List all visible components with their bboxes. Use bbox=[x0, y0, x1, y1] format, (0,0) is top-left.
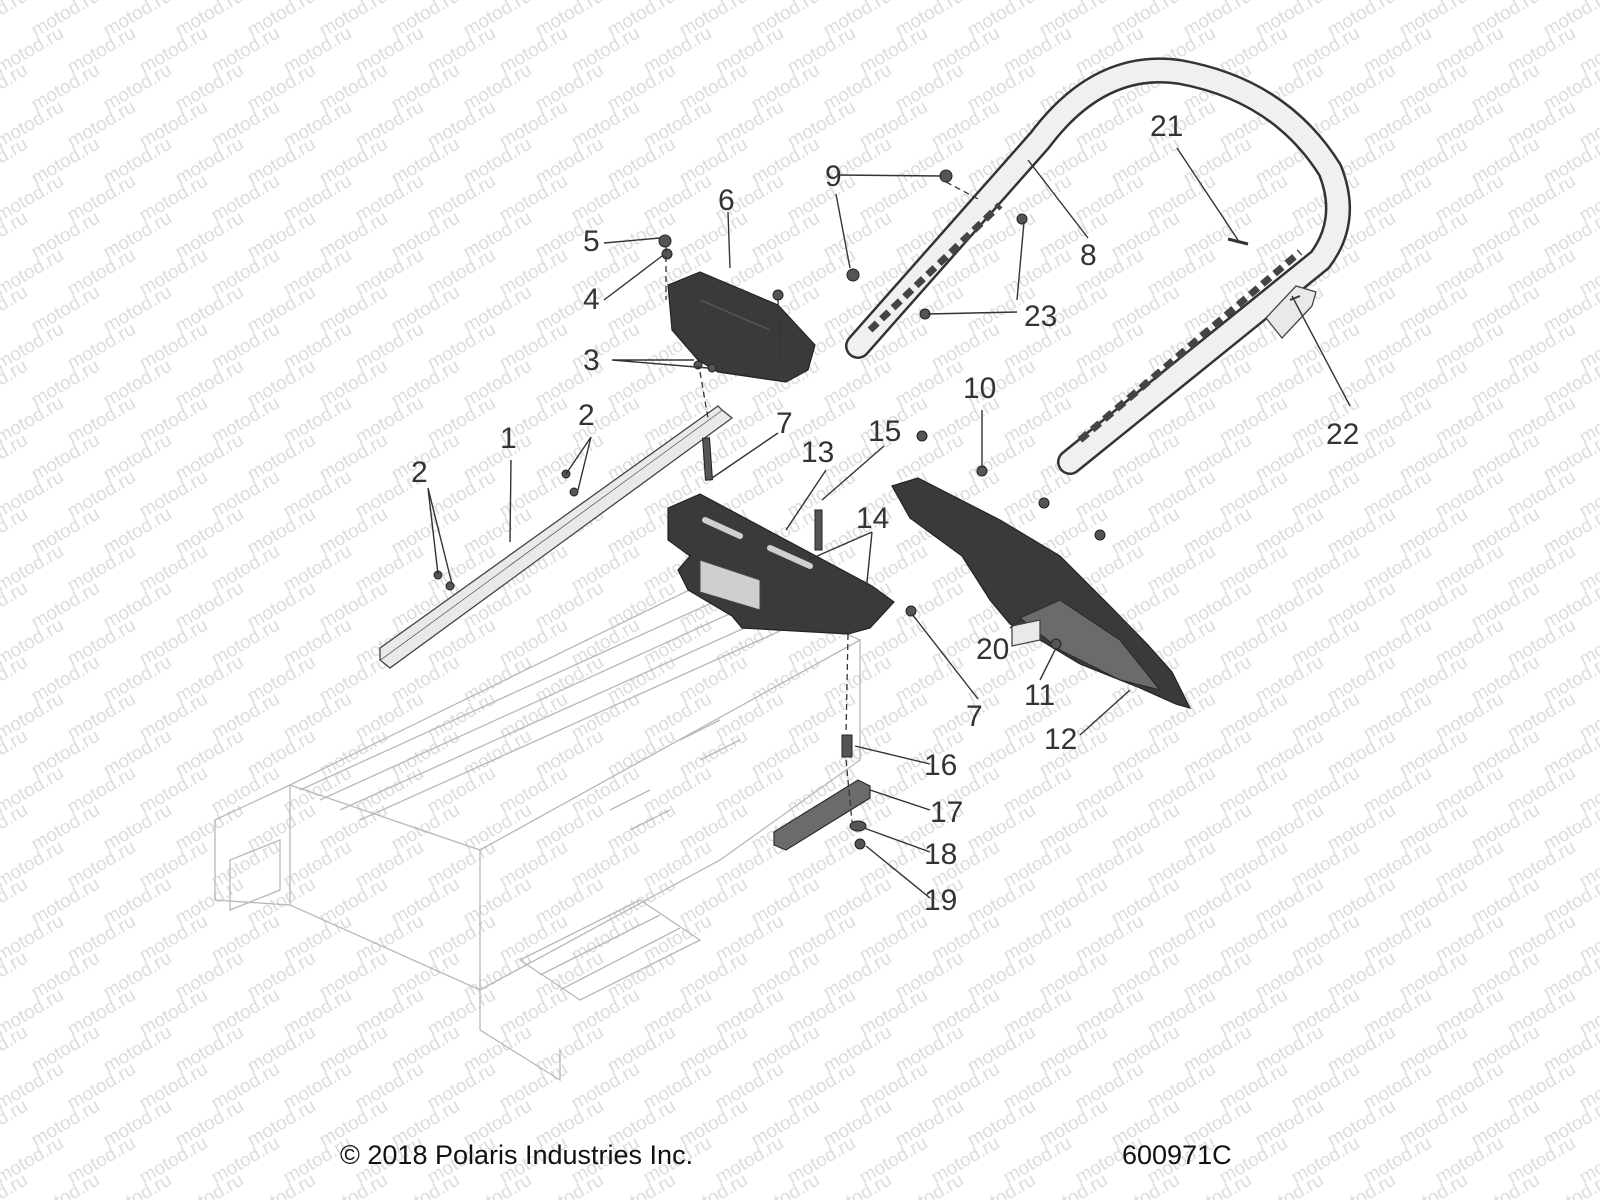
watermark-text: motod.ru bbox=[0, 504, 31, 560]
bracket-part bbox=[667, 493, 895, 635]
callout-16: 16 bbox=[924, 749, 957, 782]
watermark-text: motod.ru bbox=[0, 726, 31, 782]
callout-19: 19 bbox=[924, 884, 957, 917]
callout-10: 10 bbox=[963, 372, 996, 405]
rail-part bbox=[378, 405, 734, 669]
callout-22: 22 bbox=[1326, 418, 1359, 451]
decal-part bbox=[1265, 285, 1317, 339]
cover-part bbox=[667, 271, 816, 383]
pad-part bbox=[773, 779, 871, 851]
callout-4: 4 bbox=[583, 283, 600, 316]
watermark-text: motod.ru bbox=[0, 800, 31, 856]
callout-14: 14 bbox=[856, 502, 889, 535]
callout-2: 2 bbox=[578, 399, 595, 432]
callout-12: 12 bbox=[1044, 723, 1077, 756]
watermark-text: motod.ru bbox=[0, 60, 31, 116]
watermark-text: motod.ru bbox=[0, 208, 31, 264]
watermark-text: motod.ru bbox=[0, 948, 31, 1004]
watermark-text: motod.ru bbox=[1576, 0, 1600, 4]
callout-2: 2 bbox=[411, 456, 428, 489]
callout-9: 9 bbox=[825, 160, 842, 193]
drawing-number: 600971C bbox=[1122, 1140, 1232, 1170]
watermark-text: motod.ru bbox=[0, 1022, 31, 1078]
callout-18: 18 bbox=[924, 838, 957, 871]
watermark-text: motod.ru bbox=[0, 652, 31, 708]
callout-13: 13 bbox=[801, 436, 834, 469]
watermark-text: motod.ru bbox=[0, 134, 31, 190]
copyright-notice: © 2018 Polaris Industries Inc. bbox=[340, 1140, 694, 1170]
callout-5: 5 bbox=[583, 225, 600, 258]
leader-lines bbox=[427, 147, 1351, 899]
callout-7: 7 bbox=[776, 407, 793, 440]
callout-labels: 1 2 2 5 4 3 6 7 7 8 9 10 11 12 13 14 15 … bbox=[411, 110, 1359, 917]
callout-3: 3 bbox=[583, 344, 600, 377]
watermark-text: motod.ru bbox=[0, 356, 31, 412]
callout-17: 17 bbox=[930, 796, 963, 829]
callout-1: 1 bbox=[500, 422, 517, 455]
callout-15: 15 bbox=[868, 415, 901, 448]
callout-11: 11 bbox=[1024, 679, 1055, 712]
chassis-outline bbox=[214, 574, 862, 1082]
callout-6: 6 bbox=[718, 184, 735, 217]
watermark-text: motod.ru bbox=[0, 430, 31, 486]
callout-23: 23 bbox=[1024, 300, 1057, 333]
watermark-text: motod.ru bbox=[0, 874, 31, 930]
watermark-text: motod.ru bbox=[0, 578, 31, 634]
callout-21: 21 bbox=[1150, 110, 1183, 143]
alignment-lines bbox=[665, 181, 981, 823]
watermark-text: motod.ru bbox=[0, 1096, 31, 1152]
callout-8: 8 bbox=[1080, 239, 1097, 272]
handle-part bbox=[845, 57, 1351, 475]
callout-20: 20 bbox=[976, 633, 1009, 666]
callout-7: 7 bbox=[966, 700, 983, 733]
watermark-text: motod.ru bbox=[0, 282, 31, 338]
guard-part bbox=[891, 477, 1192, 709]
watermark-text: motod.ru bbox=[0, 0, 31, 41]
